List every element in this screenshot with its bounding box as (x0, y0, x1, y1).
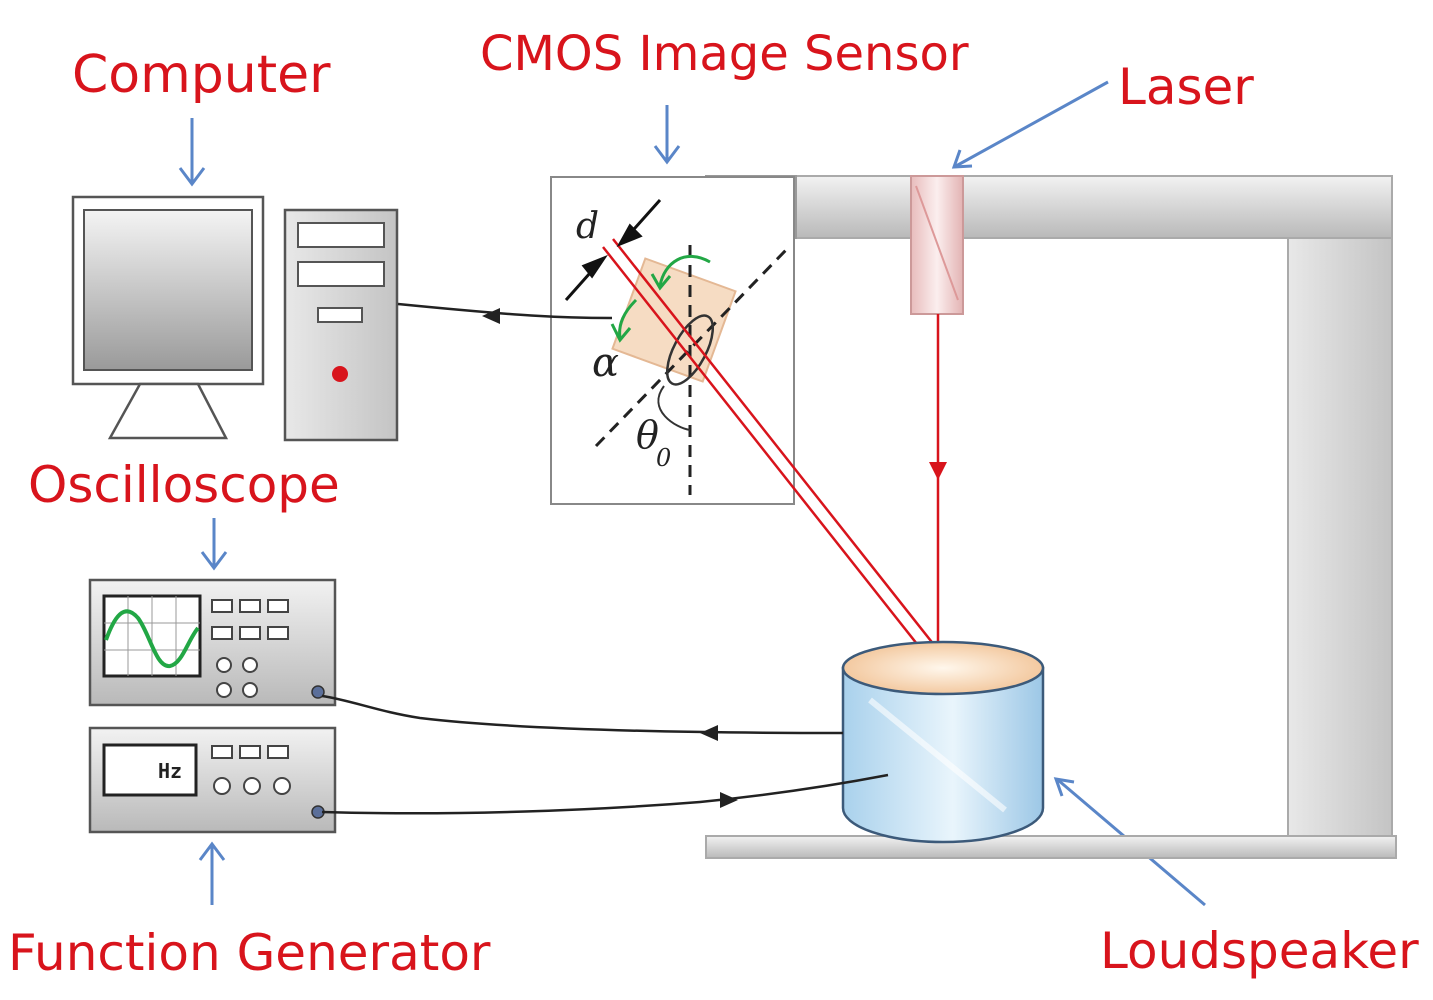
reflected-laser-beams (602, 238, 947, 669)
function-generator-label: Function Generator (8, 924, 491, 982)
sensor-to-computer-wire (397, 302, 613, 324)
laser-pointer-arrow (951, 80, 1109, 169)
loudspeaker (841, 640, 1045, 844)
oscilloscope-pointer-arrow (200, 518, 228, 571)
d-symbol: d (576, 206, 599, 247)
power-led-icon (332, 366, 348, 382)
pointer-arrows (178, 80, 1206, 907)
oscilloscope-trace (104, 609, 200, 668)
cmos-sensor-panel (550, 176, 795, 505)
laser-beam (929, 314, 947, 668)
alpha-symbol: α (592, 340, 619, 386)
hz-readout: Hz (158, 759, 182, 783)
signal-wires (321, 302, 889, 815)
generator-to-speaker-wire (321, 773, 889, 815)
oscilloscope-label: Oscilloscope (28, 456, 340, 514)
computer-pointer-arrow (178, 118, 206, 187)
frame-stand (705, 175, 1397, 859)
theta0-symbol: θ (636, 413, 659, 457)
computer-monitor (71, 195, 265, 440)
distance-marker (564, 198, 662, 301)
function-generator: Hz (88, 726, 337, 834)
function-generator-pointer-arrow (198, 841, 226, 905)
computer-label: Computer (72, 45, 331, 105)
loudspeaker-label: Loudspeaker (1100, 922, 1419, 980)
theta0-subscript: 0 (656, 444, 671, 472)
laser (910, 175, 964, 315)
laser-label: Laser (1118, 58, 1254, 116)
computer-tower (283, 208, 399, 442)
speaker-to-oscilloscope-wire (321, 694, 844, 741)
oscilloscope (88, 578, 337, 707)
cmos-pointer-arrow (653, 105, 681, 165)
cmos-sensor-label: CMOS Image Sensor (480, 26, 969, 82)
